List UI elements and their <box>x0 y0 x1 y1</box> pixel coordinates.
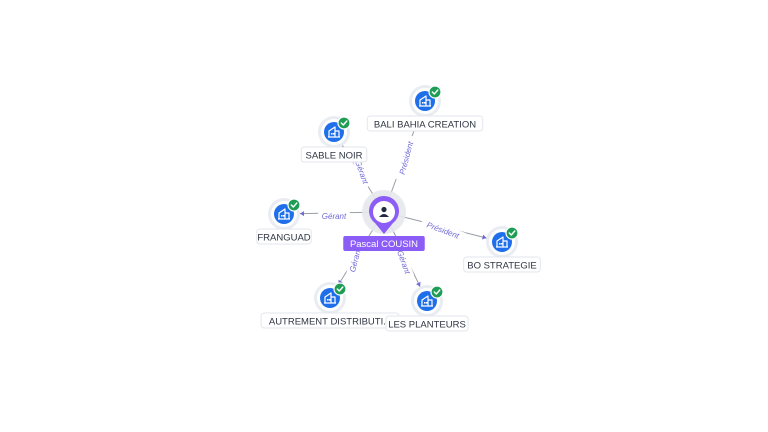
edge-label-bg <box>419 217 467 243</box>
verified-check-icon <box>428 85 442 99</box>
edge-arrow <box>416 281 421 287</box>
edge-label-bg <box>351 155 373 189</box>
edge-arrow <box>482 234 487 240</box>
edge-label-bg <box>346 243 364 277</box>
company-name: BO STRATEGIE <box>467 260 537 271</box>
company-label: AUTREMENT DISTRIBUTI... <box>260 312 400 329</box>
building-icon <box>278 208 290 220</box>
edge-label-bg <box>393 245 415 279</box>
company-name: AUTREMENT DISTRIBUTI... <box>269 316 391 327</box>
building-icon <box>324 292 336 304</box>
company-node-autrement[interactable]: AUTREMENT DISTRIBUTI... <box>260 282 400 329</box>
edge-label: Gérant <box>318 211 350 221</box>
person-node[interactable]: Pascal COUSIN <box>343 190 425 251</box>
edge-label-text: Gérant <box>322 212 347 221</box>
company-label-box <box>256 228 312 245</box>
company-label: FRANGUAD <box>256 228 312 245</box>
building-icon <box>328 126 340 138</box>
edge-label: Président <box>395 134 417 182</box>
edge-label-bg <box>395 134 417 182</box>
company-name: LES PLANTEURS <box>388 319 466 330</box>
company-node-franguad[interactable]: FRANGUAD <box>256 198 312 245</box>
person-label-box <box>343 236 425 251</box>
person-name: Pascal COUSIN <box>350 239 418 250</box>
person-label: Pascal COUSIN <box>343 236 425 251</box>
edge-label-bg <box>318 211 350 221</box>
company-label-box <box>463 256 541 273</box>
company-name: FRANGUAD <box>257 232 310 243</box>
company-node-bo[interactable]: BO STRATEGIE <box>463 226 541 273</box>
building-icon <box>421 295 433 307</box>
edge-arrow <box>299 211 305 217</box>
company-label-box <box>300 146 368 163</box>
person-icon <box>379 206 389 217</box>
edge-label-text: Président <box>398 140 416 176</box>
company-name: BALI BAHIA CREATION <box>374 119 476 130</box>
company-node-sable[interactable]: SABLE NOIR <box>300 116 368 163</box>
company-node-bali[interactable]: BALI BAHIA CREATION <box>366 85 484 132</box>
company-label: SABLE NOIR <box>300 146 368 163</box>
verified-check-icon <box>333 282 347 296</box>
building-icon <box>419 95 431 107</box>
company-node-planteurs[interactable]: LES PLANTEURS <box>385 285 469 332</box>
verified-check-icon <box>337 116 351 130</box>
company-label-box <box>385 315 469 332</box>
nodes-layer: BALI BAHIA CREATION SABLE NOIR FRANGUAD BO … <box>256 85 541 332</box>
verified-check-icon <box>287 198 301 212</box>
edge-label-text: Gérant <box>353 159 370 186</box>
company-label-box <box>366 115 484 132</box>
company-label: LES PLANTEURS <box>385 315 469 332</box>
company-label: BO STRATEGIE <box>463 256 541 273</box>
building-icon <box>496 236 508 248</box>
edge-label-text: Gérant <box>395 249 412 276</box>
verified-check-icon <box>430 285 444 299</box>
verified-check-icon <box>505 226 519 240</box>
edge-label: Président <box>419 217 467 243</box>
company-label: BALI BAHIA CREATION <box>366 115 484 132</box>
edge-label-text: Président <box>425 220 461 240</box>
company-name: SABLE NOIR <box>305 150 362 161</box>
